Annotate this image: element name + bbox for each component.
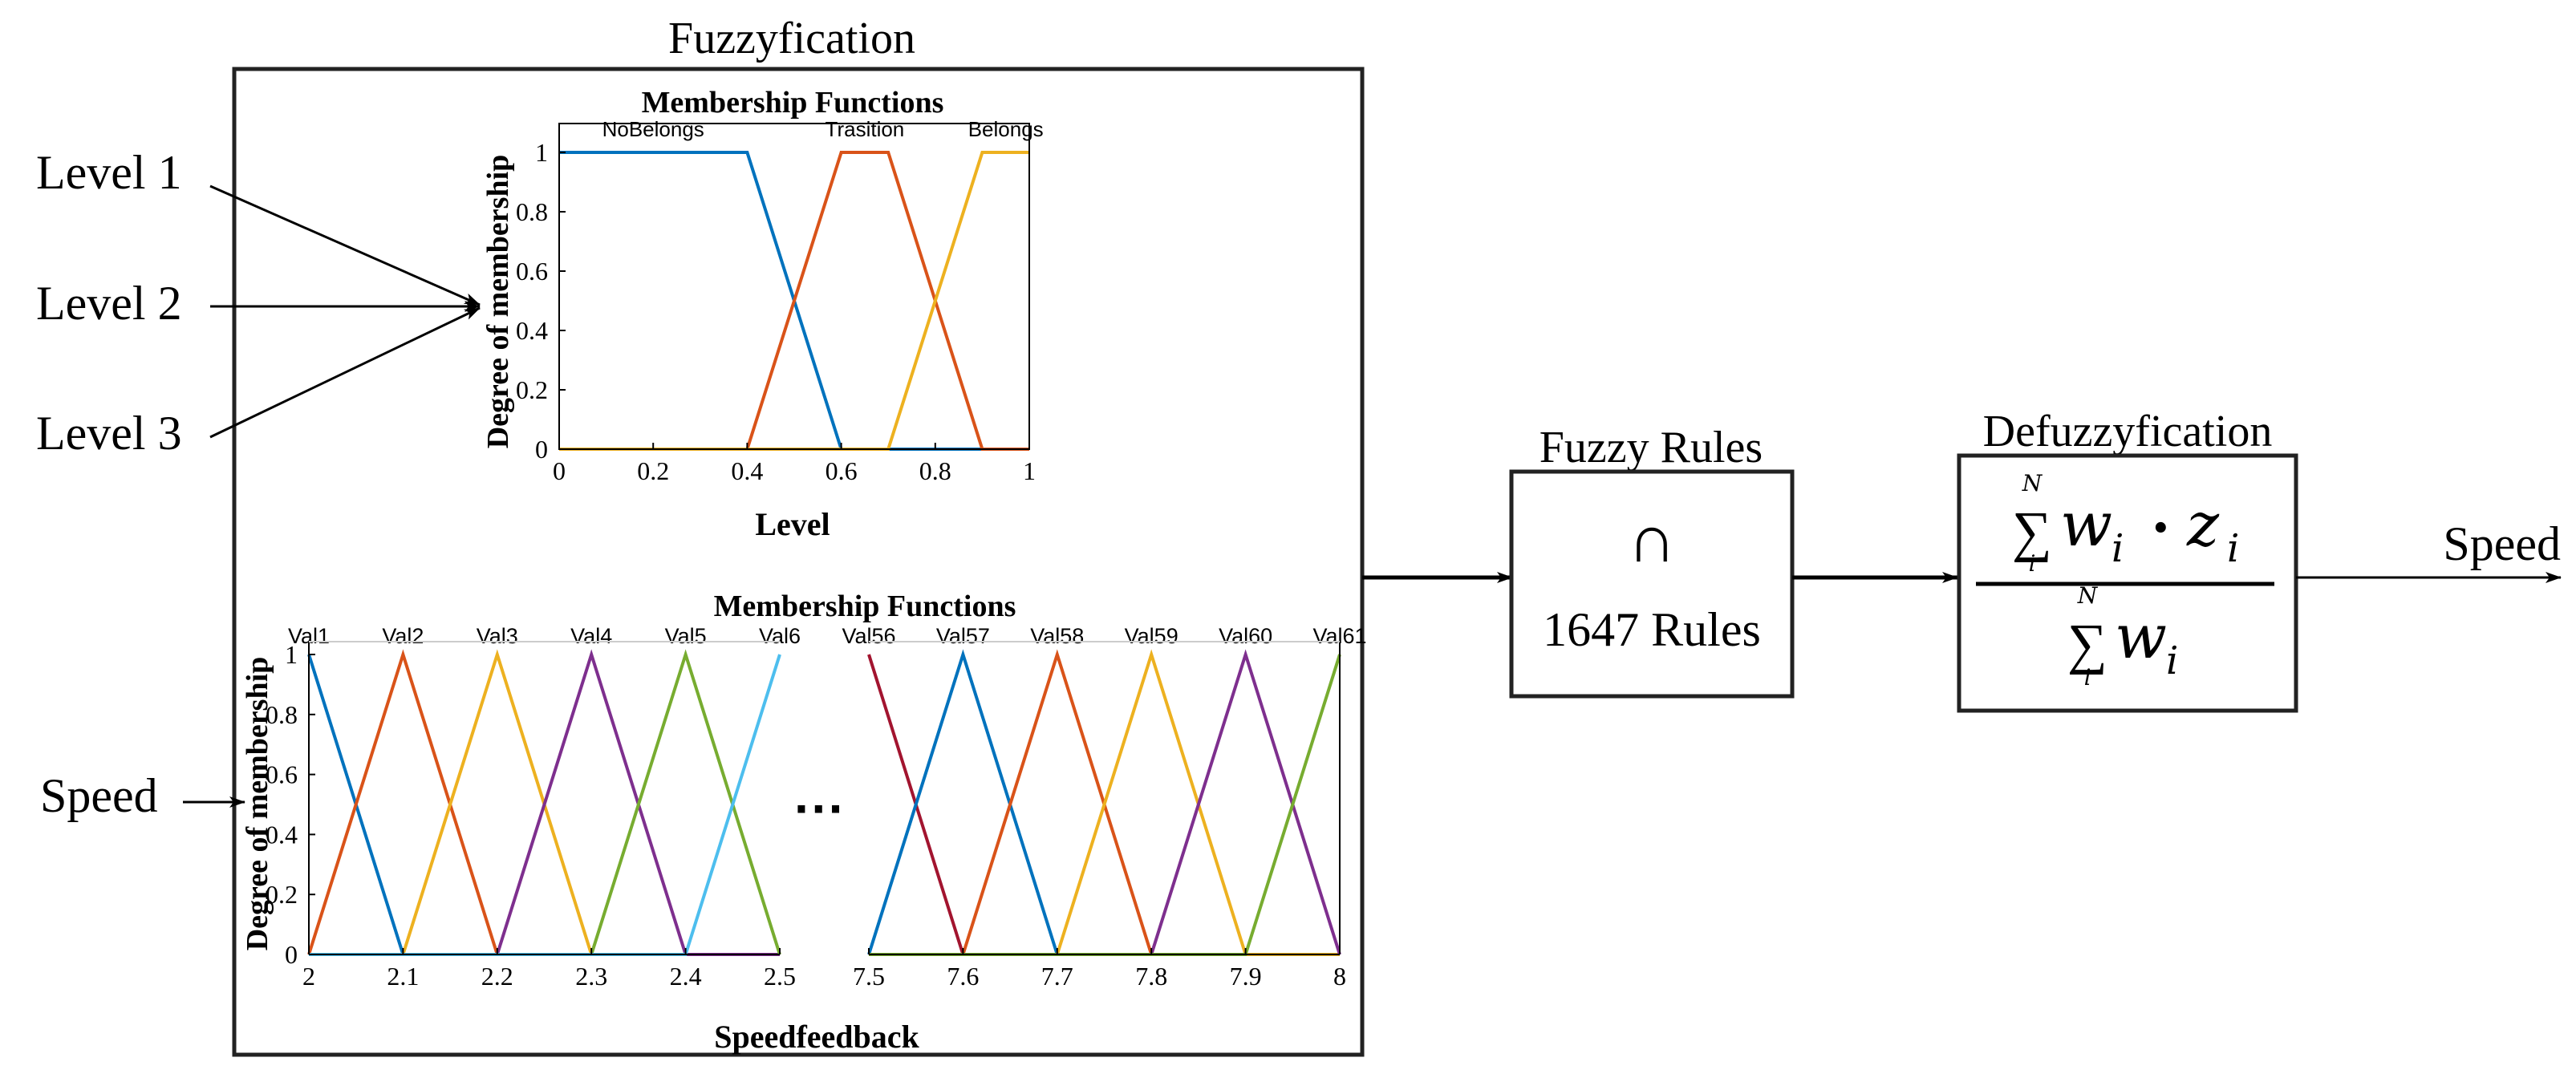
- arrow-level-3: [209, 306, 481, 439]
- chart1-x-tick-label: 0.2: [637, 456, 669, 485]
- chart1-y-tick-label: 1: [535, 138, 548, 167]
- chart1-xlabel: Level: [755, 506, 830, 542]
- chart2-axes-frame: [308, 641, 1341, 955]
- denominator-sum-lower: i: [2084, 664, 2091, 691]
- input-level-1-label: Level 1: [36, 146, 182, 199]
- chart2-panel2-series-label-val58: Val58: [1030, 624, 1084, 648]
- chart2-panel1-x-tick-label: 2.3: [575, 962, 607, 991]
- defuzzification-box: [1957, 453, 2298, 713]
- chart2-panel1-series-line-val4: [309, 649, 780, 956]
- chart2-panel2-x-tick-label: 8: [1333, 962, 1346, 991]
- chart1-series-label-trasition: Trasition: [826, 117, 905, 141]
- numerator-z: z: [2186, 488, 2220, 560]
- denominator-sum-upper: N: [2077, 582, 2099, 609]
- fuzzy-rules-box: [1509, 469, 1795, 699]
- chart1-x-tick-label: 0.6: [826, 456, 858, 485]
- numerator-sum-symbol: ∑: [2012, 501, 2052, 563]
- chart2-panel1-y-tick-label: 1: [285, 640, 298, 669]
- chart2-panel2-series-line-val59: [869, 649, 1340, 956]
- chart1-y-tick-label: 0: [535, 435, 548, 464]
- chart2-panel1-y-tick-label: 0.6: [266, 760, 298, 789]
- chart1-x-tick-label: 1: [1023, 456, 1036, 485]
- chart1-x-tick-label: 0.8: [919, 456, 951, 485]
- chart1-series-label-nobelongs: NoBelongs: [602, 117, 704, 141]
- chart2-xlabel: Speedfeedback: [714, 1019, 919, 1055]
- chart1-axes-frame: [558, 123, 1030, 450]
- chart2-panel1-x-tick-label: 2.2: [481, 962, 513, 991]
- chart1-y-tick-label: 0.4: [516, 316, 548, 345]
- defuzzification-formula: ∑ N i w i · z i ∑ N i w i: [1976, 470, 2274, 691]
- denominator-w-subscript: i: [2166, 638, 2178, 683]
- chart2-panel2-x-tick-label: 7.6: [947, 962, 979, 991]
- chart2-panel2-x-tick-label: 7.8: [1135, 962, 1167, 991]
- chart2-panel1-series-label-val4: Val4: [570, 624, 612, 648]
- output-speed-label: Speed: [2443, 517, 2561, 570]
- numerator-w: w: [2060, 488, 2112, 560]
- chart2-title: Membership Functions: [714, 590, 1016, 623]
- chart1-x-tick-label: 0: [553, 456, 566, 485]
- chart2-panel1-x-tick-label: 2.4: [670, 962, 702, 991]
- chart1-series-label-belongs: Belongs: [968, 117, 1044, 141]
- input-speed-label: Speed: [40, 769, 158, 822]
- intersection-symbol: ∩: [1628, 500, 1676, 576]
- input-level-3-label: Level 3: [36, 407, 182, 460]
- fuzzy-rules-title: Fuzzy Rules: [1540, 423, 1763, 472]
- chart2-panel1-y-tick-label: 0.4: [266, 820, 298, 849]
- chart2-panel1-x-tick-label: 2.1: [387, 962, 419, 991]
- chart1-title: Membership Functions: [642, 86, 944, 120]
- chart2-panel2-x-tick-label: 7.5: [853, 962, 885, 991]
- numerator-sum-upper: N: [2022, 470, 2043, 496]
- chart2-panel1-y-tick-label: 0.8: [266, 700, 298, 729]
- chart2-panel1-series-label-val3: Val3: [477, 624, 518, 648]
- arrow-level-1: [209, 184, 481, 306]
- input-level-2-label: Level 2: [36, 277, 182, 330]
- defuzzification-title: Defuzzyfication: [1983, 407, 2273, 456]
- chart2-panel1-y-tick-label: 0.2: [266, 880, 298, 909]
- denominator-sum-symbol: ∑: [2067, 614, 2107, 675]
- chart2-panel2-series-label-val57: Val57: [936, 624, 990, 648]
- chart1-y-tick-label: 0.8: [516, 197, 548, 226]
- level-membership-chart: Membership Functions Level Degree of mem…: [481, 86, 1044, 542]
- chart2-panel2-series-label-val56: Val56: [842, 624, 895, 648]
- chart1-series-line-trasition: [559, 151, 1029, 451]
- chart2-panel1-series-label-val6: Val6: [759, 624, 801, 648]
- fuzzification-title: Fuzzyfication: [668, 14, 915, 63]
- denominator-w: w: [2115, 601, 2167, 672]
- chart2-panel2-series-label-val60: Val60: [1219, 624, 1272, 648]
- chart2-ylabel: Degree of membership: [241, 657, 274, 951]
- chart2-panel2-x-tick-label: 7.9: [1230, 962, 1262, 991]
- chart2-panel1-series-label-val5: Val5: [665, 624, 707, 648]
- chart1-ylabel: Degree of membership: [481, 155, 515, 449]
- chart2-axis-break-ellipsis: ···: [794, 780, 846, 837]
- numerator-z-subscript: i: [2227, 526, 2239, 571]
- chart1-x-tick-label: 0.4: [731, 456, 763, 485]
- fuzzification-box: [232, 67, 1365, 1057]
- chart2-panel1-series-label-val2: Val2: [382, 624, 424, 648]
- chart2-panel1-x-tick-label: 2: [302, 962, 315, 991]
- numerator-dot: ·: [2150, 492, 2172, 563]
- chart2-panel2-series-label-val59: Val59: [1125, 624, 1178, 648]
- numerator-w-subscript: i: [2112, 526, 2124, 571]
- chart2-panel2-x-tick-label: 7.7: [1041, 962, 1073, 991]
- chart2-panel1-x-tick-label: 2.5: [764, 962, 796, 991]
- fuzzy-rules-count: 1647 Rules: [1543, 603, 1761, 656]
- chart1-y-tick-label: 0.6: [516, 257, 548, 286]
- chart2-panel1-y-tick-label: 0: [285, 940, 298, 969]
- speed-membership-chart: Membership Functions Speedfeedback Degre…: [241, 590, 1367, 1055]
- chart1-y-tick-label: 0.2: [516, 375, 548, 404]
- numerator-sum-lower: i: [2029, 550, 2036, 577]
